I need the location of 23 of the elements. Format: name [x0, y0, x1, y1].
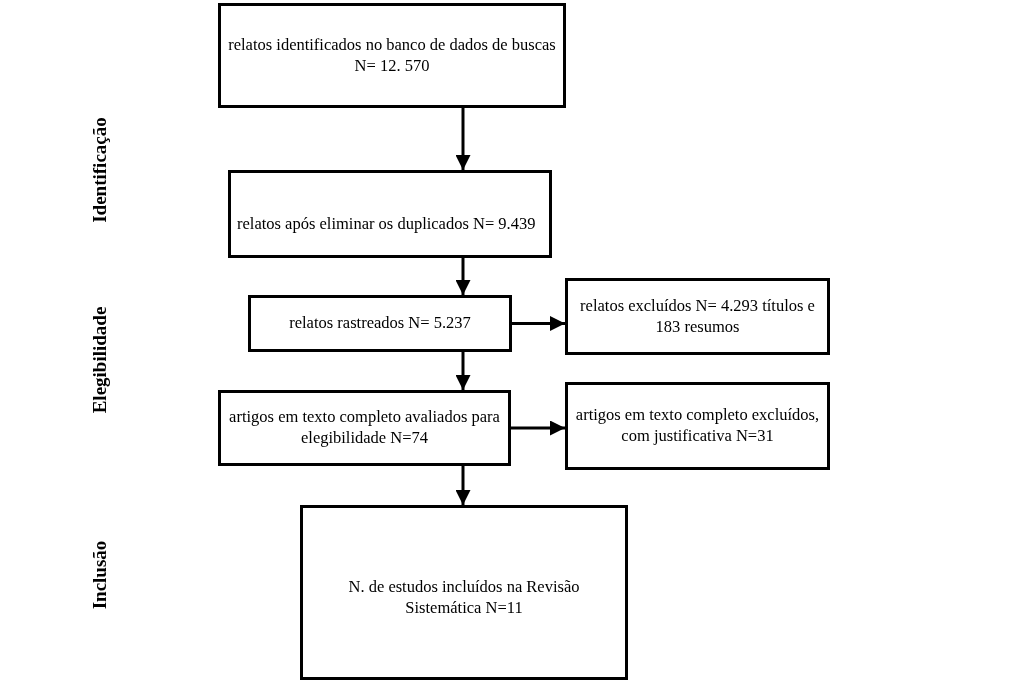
box-text: relatos excluídos N= 4.293 títulos e 183 resumos	[579, 295, 816, 338]
process-box	[565, 382, 830, 470]
stage-label: Identificação	[89, 117, 111, 223]
process-box	[218, 390, 511, 466]
arrow	[455, 466, 471, 505]
arrow	[455, 258, 471, 295]
box-text: artigos em texto completo excluídos, com justificativa N=31	[574, 405, 821, 447]
process-box	[248, 295, 512, 352]
box-text: relatos rastreados N= 5.237	[289, 313, 471, 334]
box-text: relatos após eliminar os duplicados N= 9.439	[237, 214, 536, 235]
box-text: artigos em texto completo avaliados para elegibilidade N=74	[228, 407, 501, 449]
arrow	[455, 352, 471, 390]
arrow	[455, 108, 471, 170]
process-box	[218, 3, 566, 108]
stage-label: Elegibilidade	[89, 306, 111, 414]
process-box	[565, 278, 830, 355]
arrow	[511, 420, 565, 436]
box-text: relatos identificados no banco de dados de buscas N= 12. 570	[227, 34, 557, 77]
stage-label: Inclusão	[89, 540, 111, 610]
box-text: N. de estudos incluídos na Revisão Sistemática N=11	[347, 576, 581, 619]
process-box	[300, 505, 628, 680]
process-box	[228, 170, 552, 258]
arrow	[512, 316, 565, 331]
